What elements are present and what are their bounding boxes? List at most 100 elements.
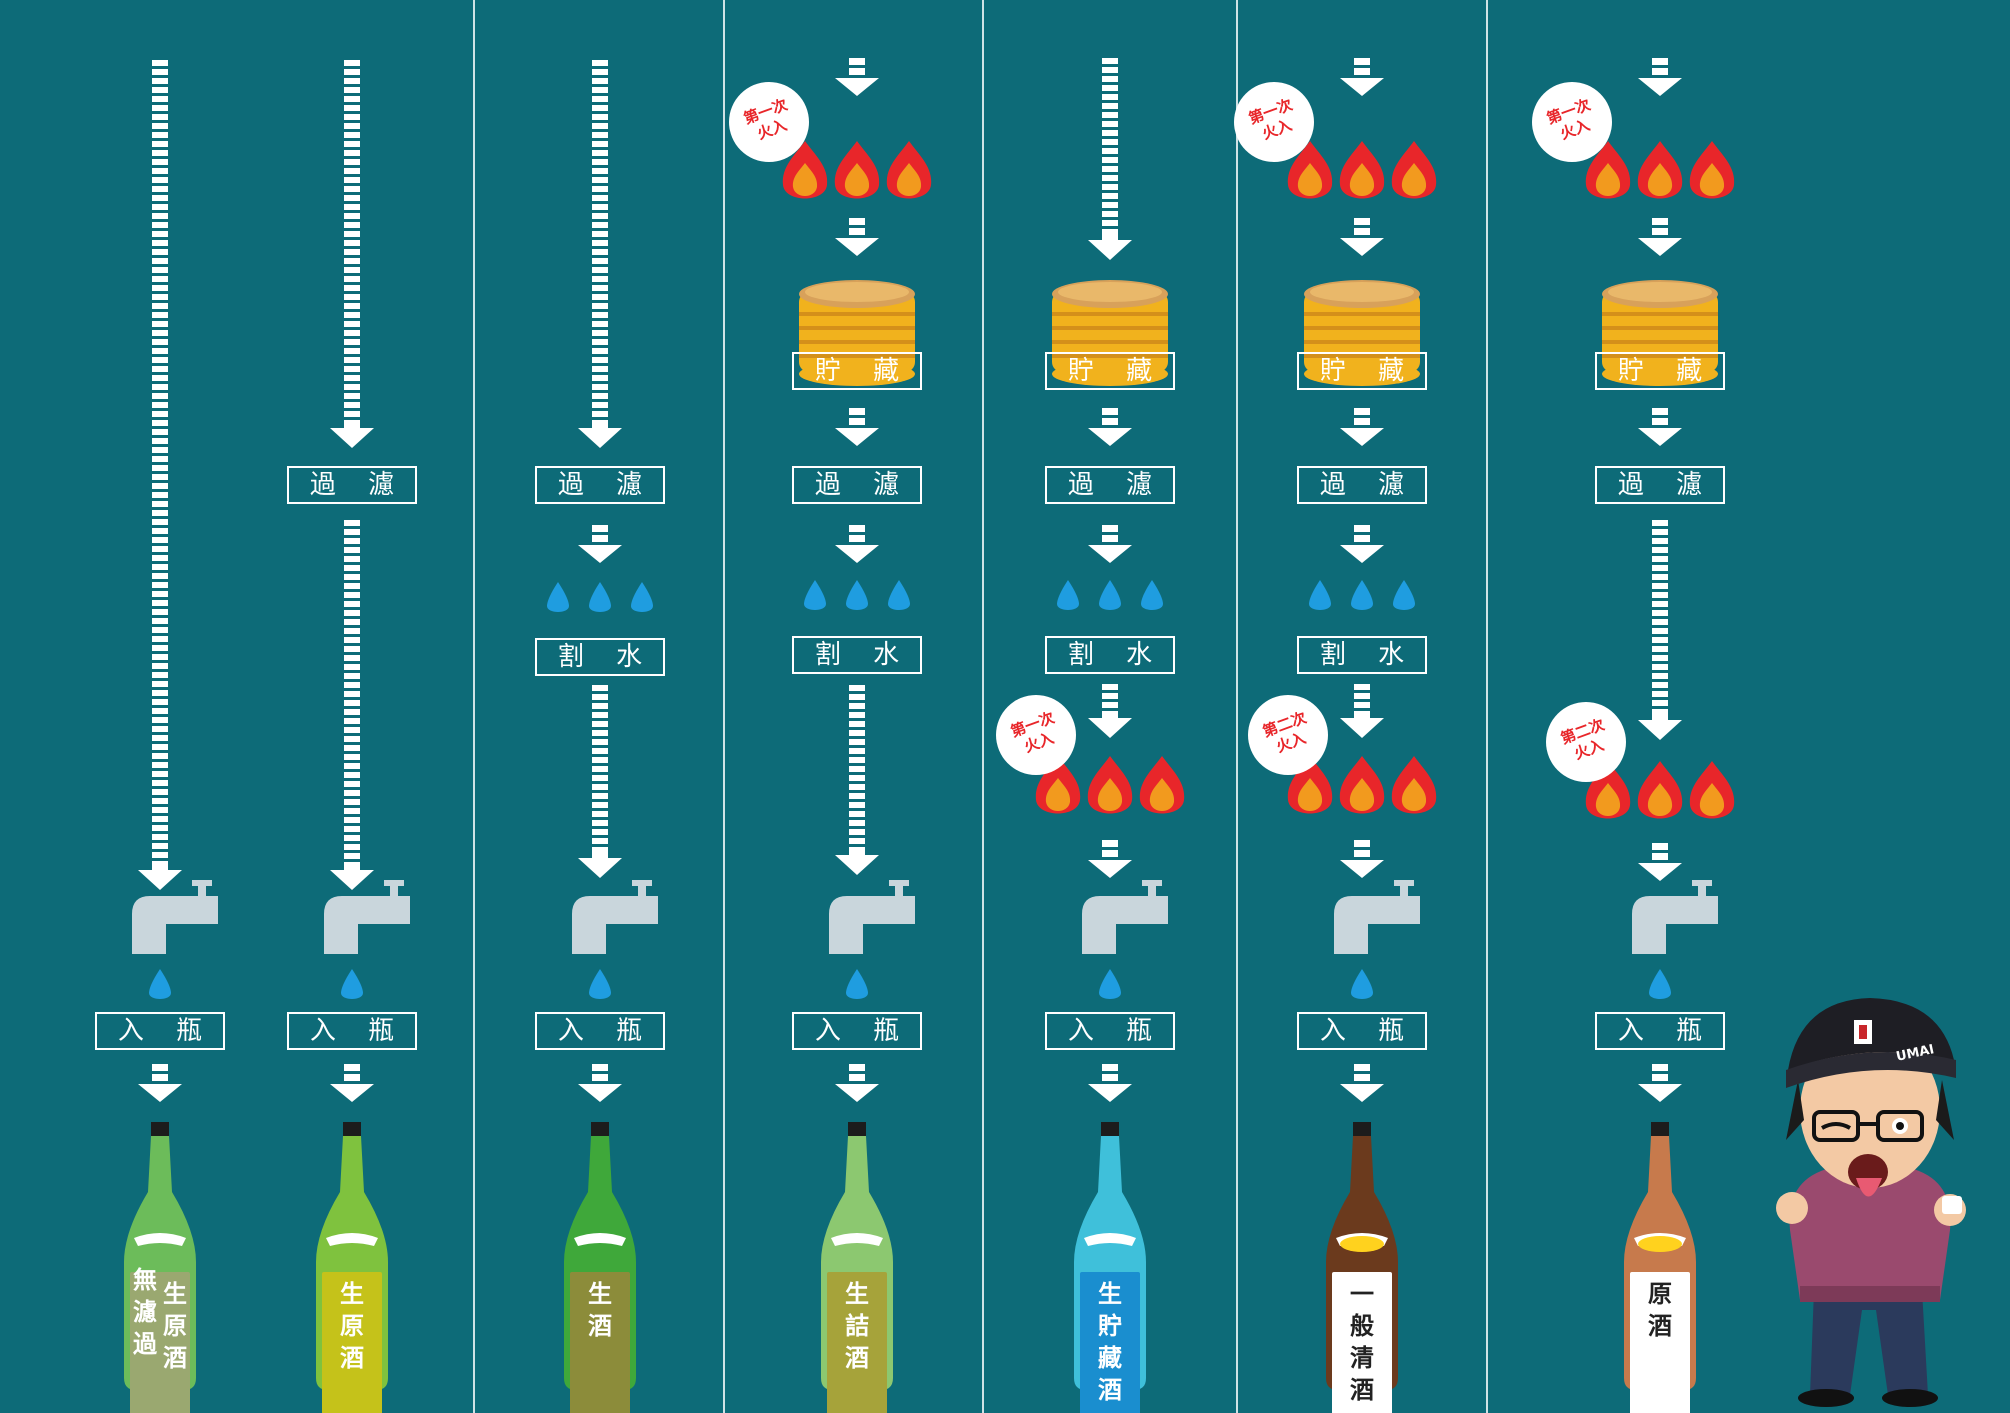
bottle-label-column: 生原酒 [160,1278,190,1374]
bottle-label-char: 詰 [845,1312,869,1340]
bottle-label-text: 生酒 [583,1278,617,1342]
flame-icon [1339,141,1385,199]
bottle-label-char: 一 [1350,1280,1374,1308]
column-divider [723,0,725,1413]
flame-icon [1689,761,1735,819]
bottle-label-column: 生貯藏酒 [1095,1278,1125,1406]
down-arrow-icon [1340,218,1384,256]
bottling-label: 入 瓶 [287,1012,417,1050]
bottle-label-char: 貯 [1098,1312,1122,1340]
water-drop-icon [888,580,910,610]
bottling-label: 入 瓶 [1045,1012,1175,1050]
flow-arrow [1088,684,1132,738]
column-divider [1236,0,1238,1413]
bottling-label: 入 瓶 [1595,1012,1725,1050]
water-drop-icon [1649,969,1671,999]
sake-bottle [1074,1122,1146,1413]
water-drop-icon [589,582,611,612]
down-arrow-icon [835,58,879,96]
flame-icon [834,141,880,199]
water-drop-icon [1141,580,1163,610]
bottle-label-char: 藏 [1098,1344,1122,1372]
water-label: 割 水 [1045,636,1175,674]
filter-label: 過 濾 [1045,466,1175,504]
down-arrow-icon [1638,1064,1682,1102]
bottle-label-char: 酒 [163,1344,187,1372]
bottle-label-char: 原 [1648,1280,1672,1308]
down-arrow-icon [1638,218,1682,256]
bottle-label-char: 過 [133,1330,157,1358]
flow-arrow [578,685,622,878]
heat-callout-bubble [1248,695,1328,775]
flame-icon [1339,756,1385,814]
flame-icon [1637,141,1683,199]
bottle-label-text: 生詰酒 [840,1278,874,1374]
faucet-icon [1632,880,1718,954]
flow-arrow [330,60,374,448]
water-drop-icon [1099,580,1121,610]
faucet-icon [1334,880,1420,954]
faucet-icon [829,880,915,954]
bottle-label-char: 生 [588,1280,612,1308]
water-drop-icon [1309,580,1331,610]
down-arrow-icon [1638,408,1682,446]
down-arrow-icon [1340,525,1384,563]
flame-icon [782,141,828,199]
bottle-label-char: 生 [340,1280,364,1308]
down-arrow-icon [138,1064,182,1102]
mascot-cartoon-icon [1776,998,1966,1407]
sake-bottle [821,1122,893,1413]
heat-callout-bubble [1546,702,1626,782]
down-arrow-icon [835,408,879,446]
down-arrow-icon [1088,1064,1132,1102]
sake-bottle [564,1122,636,1413]
bottle-label-char: 酒 [1648,1312,1672,1340]
bottle-label-char: 酒 [588,1312,612,1340]
sake-bottle [316,1122,388,1413]
heat-callout-bubble [996,695,1076,775]
water-label: 割 水 [535,638,665,676]
down-arrow-icon [1340,408,1384,446]
flow-arrow [1088,58,1132,260]
bottle-label-text: 生貯藏酒 [1093,1278,1127,1406]
flow-arrow [1340,684,1384,738]
water-drop-icon [804,580,826,610]
flame-icon [1391,756,1437,814]
flame-icon [1637,761,1683,819]
heat-callout-bubble [729,82,809,162]
column-divider [1486,0,1488,1413]
bottling-label: 入 瓶 [535,1012,665,1050]
down-arrow-icon [1088,840,1132,878]
filter-label: 過 濾 [535,466,665,504]
flame-icon [1139,756,1185,814]
sake-bottle [1326,1122,1398,1413]
flow-arrow [330,520,374,890]
water-drop-icon [846,580,868,610]
faucet-icon [324,880,410,954]
filter-label: 過 濾 [1297,466,1427,504]
water-drop-icon [1351,580,1373,610]
faucet-icon [1082,880,1168,954]
flame-icon [1585,141,1631,199]
heat-callout-bubble [1234,82,1314,162]
bottle-label-text: 原酒 [1643,1278,1677,1342]
flame-icon [886,141,932,199]
storage-label: 貯 藏 [1595,352,1725,390]
down-arrow-icon [1088,525,1132,563]
bottling-label: 入 瓶 [1297,1012,1427,1050]
bottle-label-char: 酒 [1350,1376,1374,1404]
storage-label: 貯 藏 [1045,352,1175,390]
down-arrow-icon [835,525,879,563]
flow-arrow [138,60,182,890]
down-arrow-icon [1340,58,1384,96]
bottle-label-column: 生詰酒 [842,1278,872,1374]
sake-bottle [1624,1122,1696,1413]
bottle-label-column: 生原酒 [337,1278,367,1374]
flame-icon [1287,141,1333,199]
down-arrow-icon [578,525,622,563]
water-drop-icon [1057,580,1079,610]
faucet-icon [132,880,218,954]
storage-label: 貯 藏 [1297,352,1427,390]
